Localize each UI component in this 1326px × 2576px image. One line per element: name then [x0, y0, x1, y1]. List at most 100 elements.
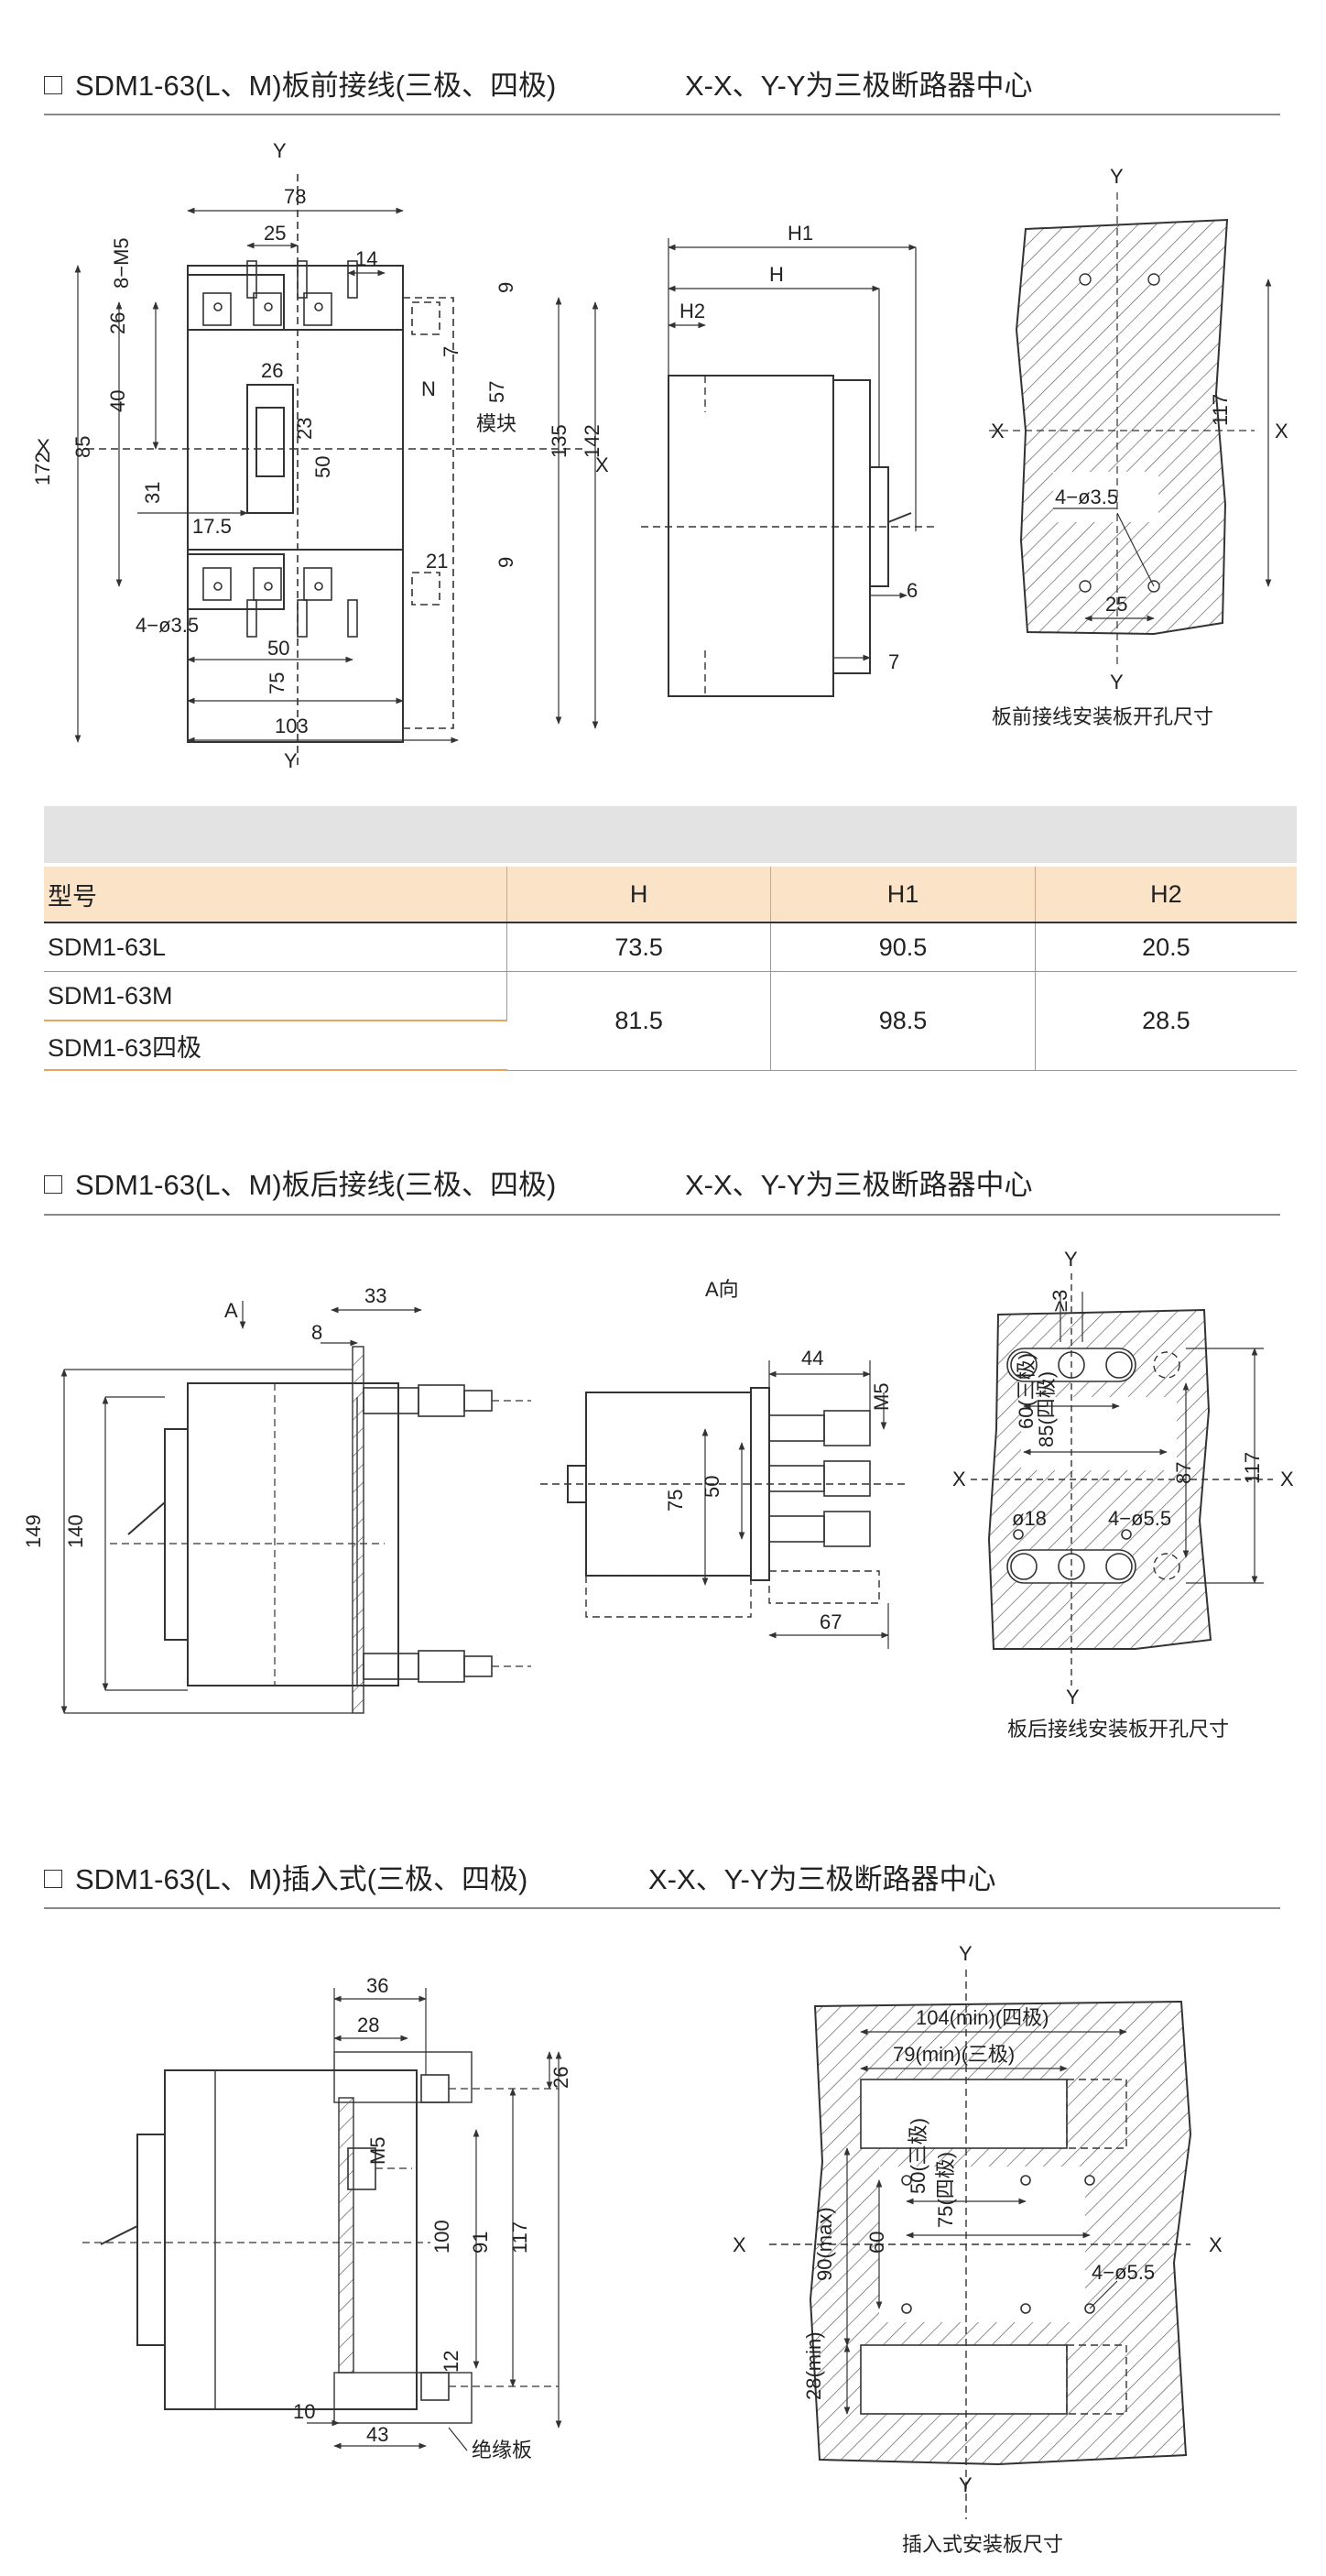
axis-label-y-bottom: Y — [284, 749, 298, 772]
side-view-drawing: H1 H H2 X 6 7 — [595, 222, 934, 697]
table-header-band — [44, 806, 1297, 863]
dim-12: 12 — [440, 2351, 462, 2373]
axis-label-y-bottom: Y — [959, 2473, 973, 2496]
dim-m5: 8−M5 — [110, 237, 133, 289]
cell-model: SDM1-63四极 — [44, 1021, 507, 1071]
col-header-h: H — [506, 867, 772, 923]
dim-117: 117 — [1209, 394, 1232, 426]
dim-104: 104(min)(四极) — [916, 2006, 1049, 2029]
cell-h1: 98.5 — [770, 971, 1036, 1071]
front-cutout-caption: 板前接线安装板开孔尺寸 — [992, 705, 1214, 728]
cell-h: 73.5 — [506, 922, 772, 972]
dim-117: 117 — [1241, 1452, 1264, 1484]
dim-h1: H1 — [788, 222, 813, 245]
spec-table: 型号 H H1 H2 SDM1-63L 73.5 90.5 20.5 SDM1-… — [44, 867, 1297, 1071]
center-note: X-X、Y-Y为三极断路器中心 — [685, 1169, 1033, 1201]
dim-23: 23 — [293, 418, 316, 440]
dim-9: 9 — [495, 282, 517, 293]
dim-7: 7 — [440, 346, 462, 357]
front-panel-cutout-drawing: Y X X 117 4−ø3.5 25 Y — [989, 165, 1288, 693]
label-a: A — [224, 1299, 238, 1322]
dim-44: 44 — [801, 1347, 823, 1370]
dim-hole: 4−ø3.5 — [1055, 486, 1118, 508]
dim-60: 60(三极) — [1015, 1353, 1038, 1429]
axis-label-x-mid: X — [595, 453, 609, 476]
table-header-row: 型号 H H1 H2 — [44, 867, 1297, 923]
dim-50b: 50 — [267, 637, 289, 660]
label-module: 模块 — [476, 412, 516, 435]
rear-panel-cutout-drawing: Y ≥3 60(三极) 85(四极) 87 117 X X ø18 4−ø5.5… — [952, 1248, 1294, 1708]
dim-90: 90(max) — [813, 2207, 836, 2281]
axis-label-y-bottom: Y — [1110, 671, 1124, 693]
dim-21: 21 — [426, 550, 448, 573]
dim-75: 75(四极) — [934, 2152, 957, 2228]
label-insulation-board: 绝缘板 — [472, 2439, 532, 2461]
dim-26: 26 — [106, 312, 129, 334]
checkbox-square-icon — [44, 76, 62, 94]
dim-79: 79(min)(三极) — [893, 2043, 1015, 2066]
dim-h2: H2 — [679, 300, 705, 322]
checkbox-square-icon — [44, 1870, 62, 1888]
dim-m5: M5 — [366, 2136, 389, 2165]
dim-149: 149 — [22, 1514, 45, 1548]
dim-3: ≥3 — [1049, 1290, 1071, 1312]
cell-h: 81.5 — [506, 971, 772, 1071]
section-title-rear: SDM1-63(L、M)板后接线(三极、四极) X-X、Y-Y为三极断路器中心 — [44, 1162, 1280, 1203]
rear-side-view-drawing: A 33 8 149 140 — [22, 1284, 531, 1714]
axis-label-y: Y — [273, 139, 287, 162]
dim-85: 85(四极) — [1035, 1371, 1058, 1447]
dim-40: 40 — [106, 390, 129, 412]
dim-h: H — [769, 263, 784, 286]
a-direction-view-drawing: A向 44 M5 75 50 67 — [540, 1278, 907, 1649]
dim-117: 117 — [508, 2221, 531, 2254]
cell-h2: 28.5 — [1035, 971, 1297, 1071]
axis-label-y: Y — [959, 1942, 973, 1965]
dim-25: 25 — [264, 222, 286, 245]
dim-9b: 9 — [495, 557, 517, 568]
dim-50: 50(三极) — [907, 2118, 929, 2194]
axis-label-y-bottom: Y — [1066, 1686, 1080, 1708]
dim-26: 26 — [549, 2067, 572, 2089]
dim-100: 100 — [430, 2220, 453, 2254]
dim-172: 172 — [31, 452, 54, 486]
col-header-h2: H2 — [1035, 867, 1297, 923]
dim-18: ø18 — [1012, 1507, 1047, 1530]
section-title-plugin: SDM1-63(L、M)插入式(三极、四极) X-X、Y-Y为三极断路器中心 — [44, 1856, 1280, 1897]
col-header-model: 型号 — [44, 867, 507, 923]
dim-28min: 28(min) — [802, 2331, 825, 2400]
dim-87: 87 — [1172, 1462, 1195, 1484]
front-view-drawing: Y 78 25 14 8−M5 9 26 7 N 26 40 23 57 模块 … — [31, 139, 603, 772]
dim-91: 91 — [469, 2232, 492, 2254]
col-header-h1: H1 — [770, 867, 1036, 923]
dim-31: 31 — [141, 482, 164, 504]
dim-26b: 26 — [261, 359, 283, 382]
dim-10: 10 — [293, 2400, 315, 2423]
dim-135: 135 — [548, 424, 571, 458]
table-row: SDM1-63L 73.5 90.5 20.5 — [44, 922, 1297, 972]
dim-50: 50 — [701, 1476, 723, 1498]
dim-43: 43 — [366, 2423, 388, 2446]
axis-label-x: X — [991, 420, 1005, 442]
cell-model: SDM1-63L — [44, 922, 507, 972]
plugin-side-view-drawing: 36 28 26 M5 100 91 117 12 10 43 绝缘板 — [82, 1974, 572, 2461]
label-a-direction: A向 — [705, 1278, 739, 1301]
divider — [44, 1214, 1280, 1216]
axis-label-x-right: X — [1275, 420, 1288, 442]
dim-8: 8 — [311, 1321, 322, 1344]
dim-14: 14 — [355, 247, 377, 270]
table-row: SDM1-63M 81.5 98.5 28.5 — [44, 971, 1297, 1071]
dim-142: 142 — [581, 424, 603, 458]
checkbox-square-icon — [44, 1175, 62, 1194]
section-title-front: SDM1-63(L、M)板前接线(三极、四极) X-X、Y-Y为三极断路器中心 — [44, 62, 1280, 104]
dim-67: 67 — [820, 1610, 842, 1633]
dim-85: 85 — [71, 436, 94, 458]
dim-hole: 4−ø5.5 — [1092, 2261, 1155, 2284]
dim-33: 33 — [364, 1284, 386, 1307]
axis-label-x: X — [37, 435, 50, 458]
center-note: X-X、Y-Y为三极断路器中心 — [648, 1863, 996, 1895]
table-row: SDM1-63四极 — [44, 1021, 1297, 1071]
axis-label-x: X — [733, 2233, 746, 2256]
dim-28: 28 — [357, 2014, 379, 2036]
rear-cutout-caption: 板后接线安装板开孔尺寸 — [1007, 1718, 1230, 1741]
dim-7b: 7 — [888, 650, 899, 673]
